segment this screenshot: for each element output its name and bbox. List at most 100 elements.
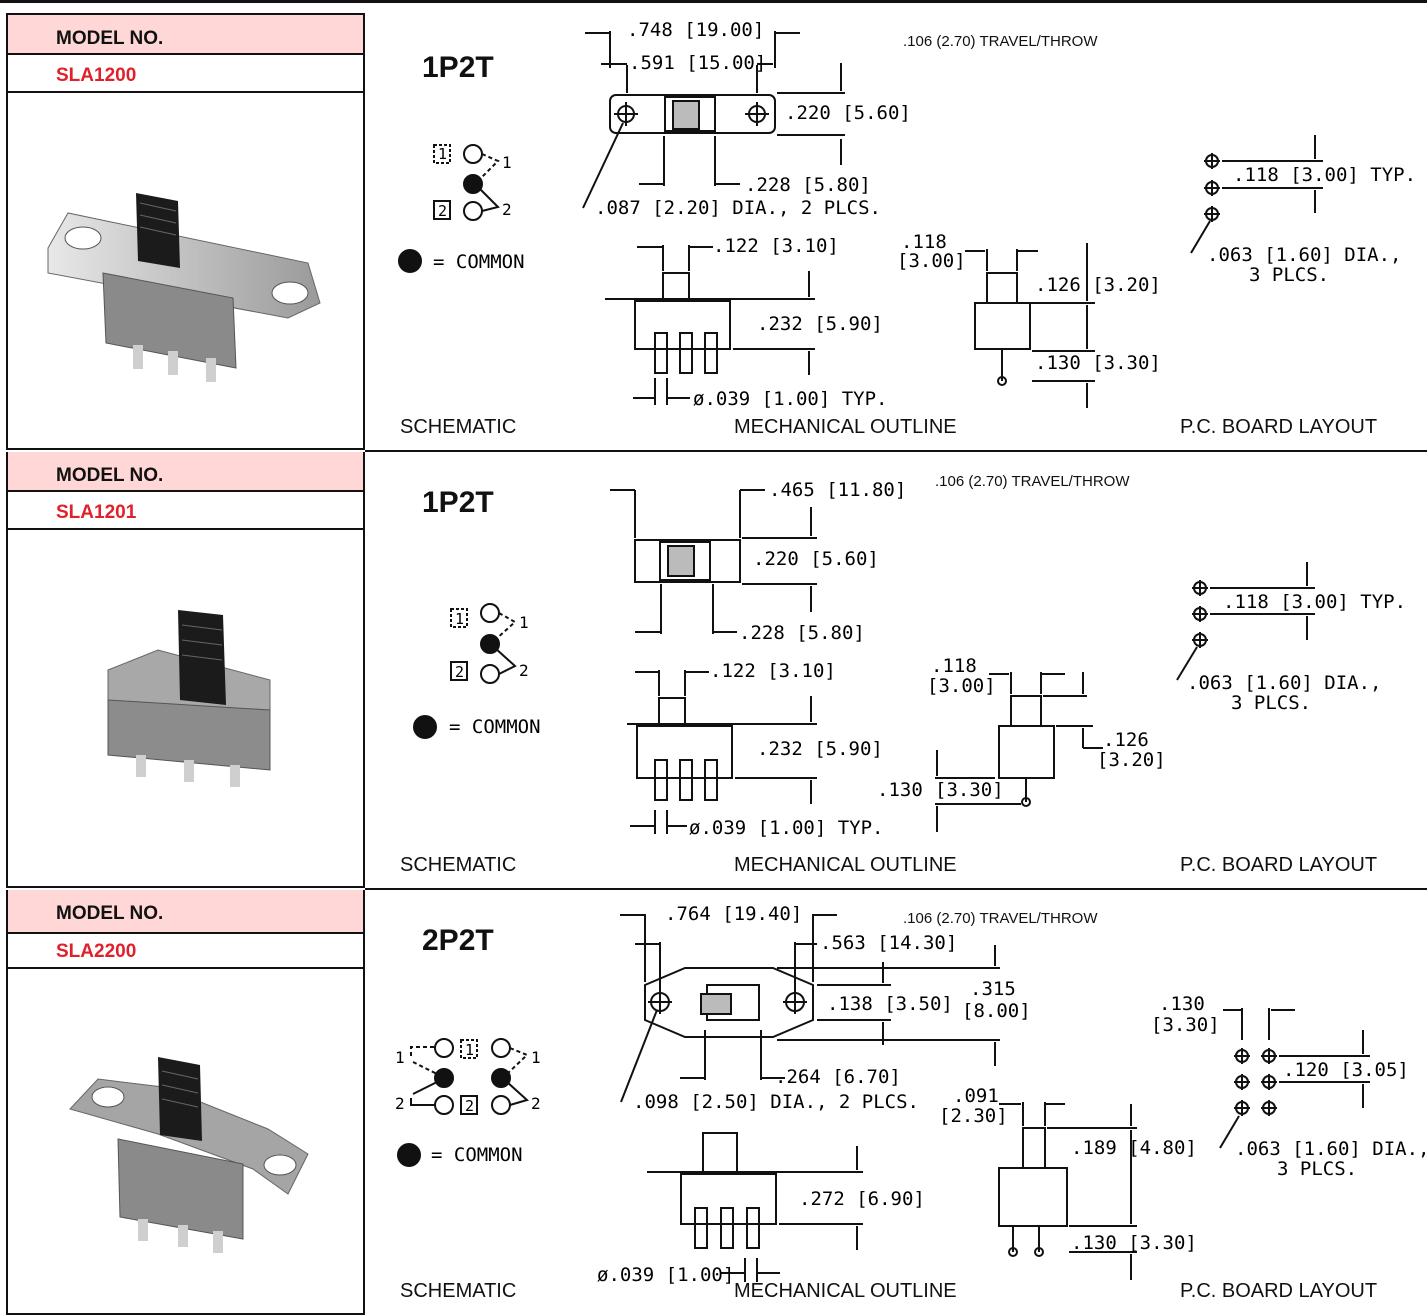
pole-type: 1P2T — [422, 51, 494, 84]
dimension: .220 [5.60] — [785, 102, 911, 124]
caption-mechanical: MECHANICAL OUTLINE — [734, 416, 957, 438]
dimension: [3.00] — [897, 250, 966, 272]
dimension: .118 — [901, 231, 947, 253]
dimension: 3 PLCS. — [1249, 264, 1329, 286]
row-divider — [365, 888, 1427, 890]
caption-pcb: P.C. BOARD LAYOUT — [1180, 854, 1378, 876]
schematic-label: 2 — [395, 1094, 405, 1113]
dimension: ø.039 [1.00] TYP. — [693, 388, 887, 410]
common-legend: = COMMON — [431, 1144, 523, 1166]
dimension: .122 [3.10] — [710, 660, 836, 682]
top-view-outline — [610, 489, 817, 634]
front-view-outline — [627, 670, 817, 834]
schematic-label: 2 — [438, 202, 447, 220]
dimension: .130 — [1159, 993, 1205, 1015]
top-view-outline — [582, 31, 845, 209]
schematic-label: 1 — [531, 1048, 541, 1067]
dimension: .118 [3.00] TYP. — [1233, 164, 1416, 186]
common-legend: = COMMON — [449, 716, 541, 738]
side-view-outline — [998, 1102, 1137, 1280]
schematic-label: 1 — [519, 613, 529, 632]
dimension: 3 PLCS. — [1277, 1158, 1357, 1180]
caption-schematic: SCHEMATIC — [400, 416, 517, 438]
model-column: MODEL NO. SLA1201 — [6, 452, 365, 888]
drawing-svg: 1 2 1 2 1 2 = COMMON — [395, 903, 1427, 1286]
model-number: SLA1201 — [56, 502, 137, 523]
drawing-area: 1P2T .106 (2.70) TRAVEL/THROW SCHEMATIC … — [365, 452, 1427, 888]
caption-schematic: SCHEMATIC — [400, 1280, 517, 1302]
dimension: .748 [19.00] — [627, 19, 764, 41]
schematic-diagram — [398, 144, 500, 273]
dimension: .063 [1.60] DIA., — [1207, 244, 1401, 266]
dimension: .228 [5.80] — [739, 622, 865, 644]
schematic-label: 2 — [455, 663, 464, 681]
dimension: .465 [11.80] — [769, 479, 906, 501]
dimension: .120 [3.05] — [1283, 1059, 1409, 1081]
dimension: 3 PLCS. — [1231, 692, 1311, 714]
dimension: .118 — [931, 655, 977, 677]
model-label: MODEL NO. — [56, 28, 164, 49]
switch-photo-image — [107, 610, 271, 787]
drawing-area: 1P2T .106 (2.70) TRAVEL/THROW SCHEMATIC … — [365, 13, 1427, 450]
dimension: .228 [5.80] — [745, 174, 871, 196]
model-number-cell: SLA1200 — [8, 55, 363, 93]
product-row-sla1200: MODEL NO. SLA1200 1P2T .106 (2.70) TRAVE… — [0, 13, 1427, 450]
product-row-sla1201: MODEL NO. SLA1201 1P2T .106 (2.70) TRAVE… — [0, 452, 1427, 888]
dimension: ø.039 [1.00] TYP. — [689, 817, 883, 839]
switch-photo-image — [47, 193, 321, 382]
dimension: .122 [3.10] — [713, 235, 839, 257]
dimension: [8.00] — [962, 1000, 1031, 1022]
schematic-label: 2 — [502, 200, 512, 219]
front-view-outline — [647, 1132, 863, 1282]
model-label: MODEL NO. — [56, 903, 164, 924]
schematic-label: 2 — [519, 661, 529, 680]
schematic-label: 1 — [438, 145, 447, 163]
dimension: .220 [5.60] — [753, 548, 879, 570]
caption-pcb: P.C. BOARD LAYOUT — [1180, 1280, 1378, 1302]
drawing-svg: 1 2 1 2 = COMMON .465 [11.80] .220 [5.60… — [413, 479, 1406, 839]
dimension: .130 — [877, 779, 923, 801]
pcb-layout-drawing — [1219, 1008, 1370, 1149]
travel-note: .106 (2.70) TRAVEL/THROW — [935, 473, 1130, 490]
caption-mechanical: MECHANICAL OUTLINE — [734, 854, 957, 876]
dimension: .189 [4.80] — [1071, 1137, 1197, 1159]
schematic-diagram — [413, 603, 517, 739]
dimension: .087 [2.20] DIA., 2 PLCS. — [595, 197, 881, 219]
switch-photo-image — [69, 1057, 309, 1253]
dimension: .126 [3.20] — [1035, 274, 1161, 296]
side-view-outline — [935, 672, 1103, 832]
dimension: .126 — [1103, 729, 1149, 751]
schematic-label: 1 — [455, 610, 464, 628]
model-number: SLA1200 — [56, 65, 137, 86]
drawing-area: 2P2T .106 (2.70) TRAVEL/THROW SCHEMATIC … — [365, 890, 1427, 1315]
pole-type: 1P2T — [422, 486, 494, 519]
caption-pcb: P.C. BOARD LAYOUT — [1180, 416, 1378, 438]
dimension: .591 [15.00] — [629, 52, 766, 74]
side-view-outline — [965, 243, 1095, 408]
travel-note: .106 (2.70) TRAVEL/THROW — [903, 33, 1098, 50]
product-photo — [8, 969, 363, 1314]
model-number-cell: SLA2200 — [8, 934, 363, 969]
pcb-layout-drawing — [1190, 135, 1323, 254]
dimension: .232 [5.90] — [757, 313, 883, 335]
model-header: MODEL NO. — [8, 15, 363, 55]
product-photo — [8, 93, 363, 453]
dimension: .315 — [970, 978, 1016, 1000]
schematic-label: 1 — [395, 1048, 405, 1067]
dimension: .764 [19.40] — [665, 903, 802, 925]
dimension: .098 [2.50] DIA., 2 PLCS. — [633, 1091, 919, 1113]
schematic-label: 1 — [502, 153, 512, 172]
dimension: [3.30] — [935, 779, 1004, 801]
travel-note: .106 (2.70) TRAVEL/THROW — [903, 910, 1098, 927]
model-number-cell: SLA1201 — [8, 492, 363, 530]
model-label: MODEL NO. — [56, 465, 164, 486]
dimension: .563 [14.30] — [820, 932, 957, 954]
schematic-diagram — [397, 1038, 529, 1167]
caption-schematic: SCHEMATIC — [400, 854, 517, 876]
top-view-outline — [620, 914, 1000, 1103]
product-photo — [8, 530, 363, 890]
dimension: .063 [1.60] DIA., — [1235, 1138, 1427, 1160]
schematic-label: 1 — [465, 1041, 474, 1059]
caption-mechanical: MECHANICAL OUTLINE — [734, 1280, 957, 1302]
pole-type: 2P2T — [422, 924, 494, 957]
